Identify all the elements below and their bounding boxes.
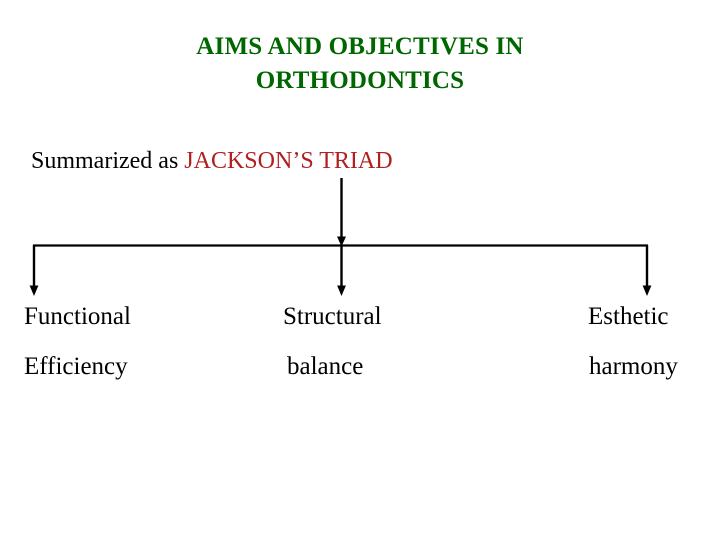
branch-left-arrow xyxy=(29,245,39,296)
column-3-primary-label: Esthetic xyxy=(588,303,669,330)
column-3-secondary-label: harmony xyxy=(589,353,678,380)
column-1-primary-label: Functional xyxy=(24,303,131,330)
page-title: AIMS AND OBJECTIVES IN ORTHODONTICS xyxy=(196,33,524,94)
branch-center-arrow xyxy=(337,245,346,296)
column-1-secondary-label: Efficiency xyxy=(24,353,128,380)
branch-right-arrow xyxy=(642,245,652,296)
subtitle-lead-text: Summarized as xyxy=(31,148,185,174)
vertical-stem-arrow xyxy=(337,178,346,247)
column-2-primary-label: Structural xyxy=(283,303,382,330)
column-2-secondary-label: balance xyxy=(287,353,364,380)
subtitle: Summarized as JACKSON’S TRIAD xyxy=(31,146,393,176)
subtitle-emphasis-text: JACKSON’S TRIAD xyxy=(184,148,393,174)
